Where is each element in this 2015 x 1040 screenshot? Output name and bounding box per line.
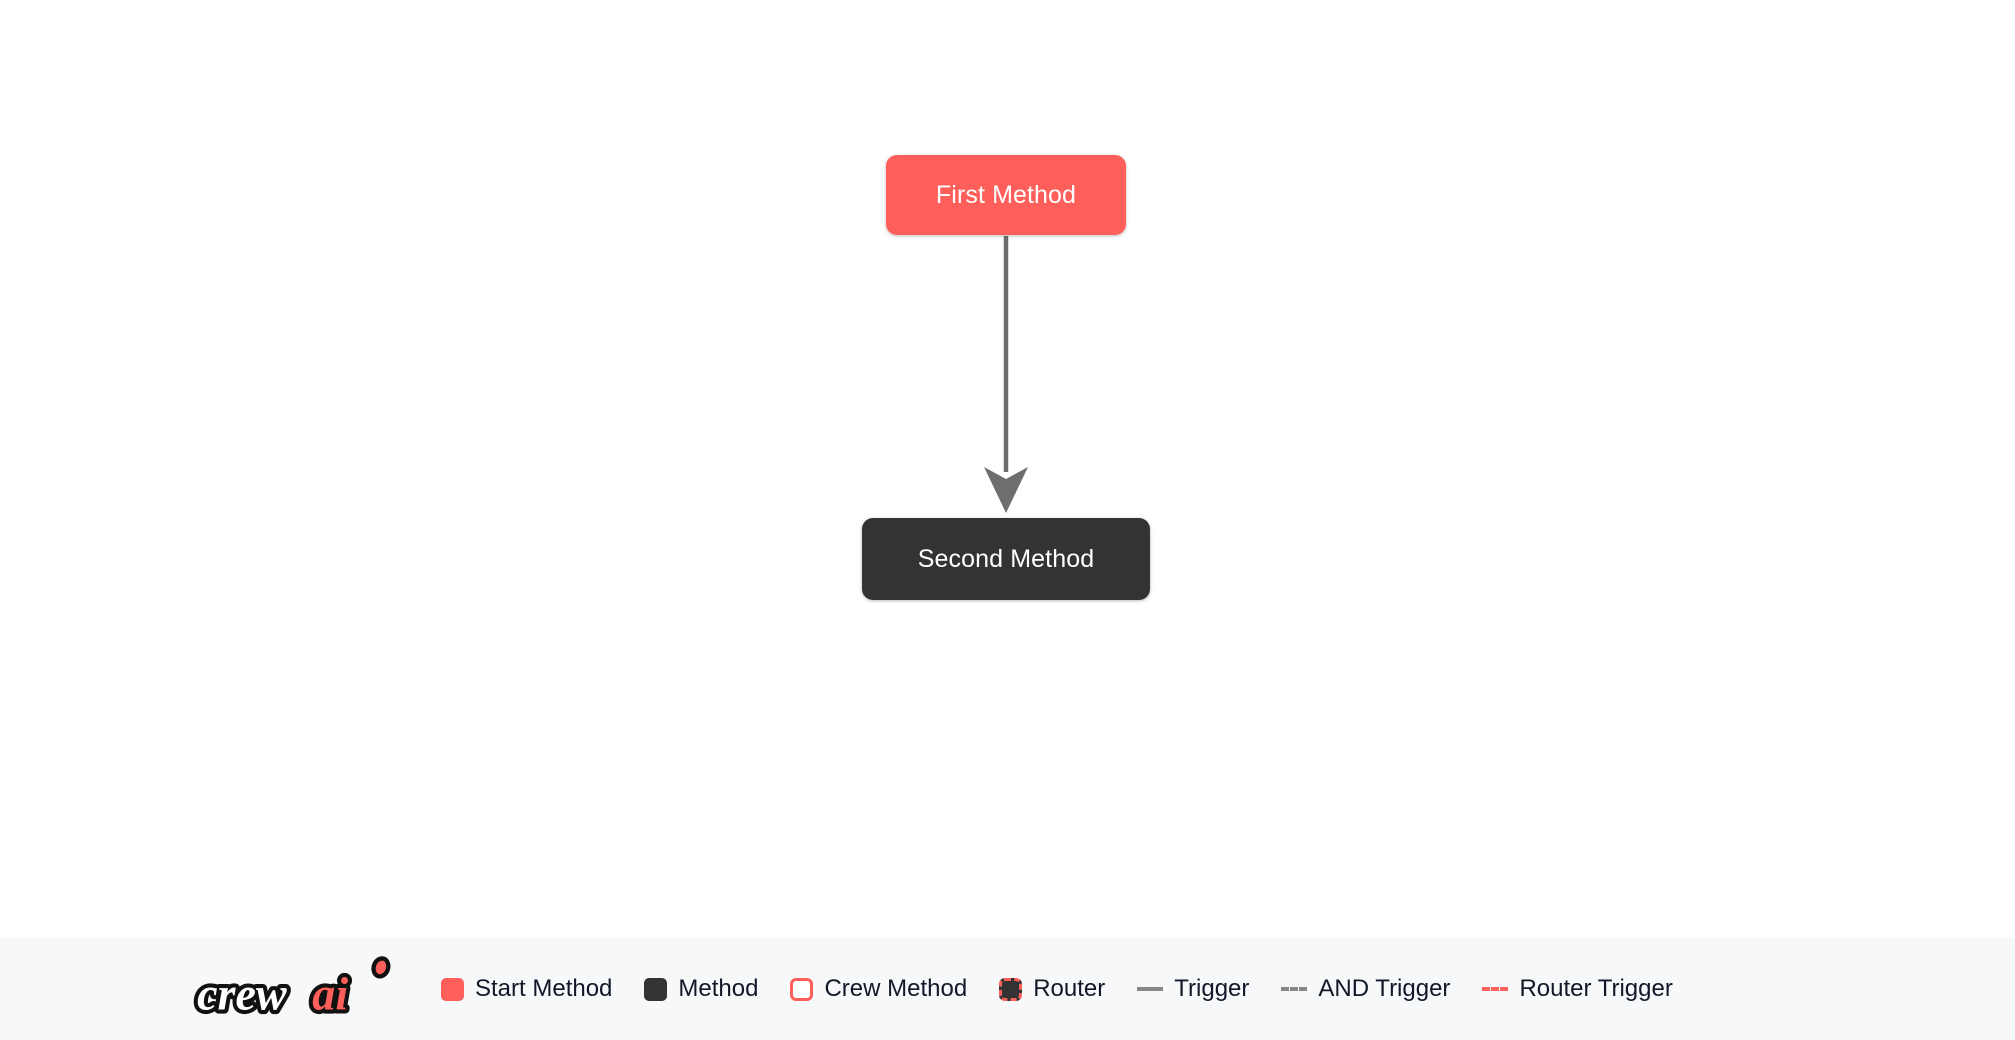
svg-text:crew: crew xyxy=(197,969,287,1020)
legend-item-method[interactable]: Method xyxy=(644,977,758,1001)
flow-node-second-method[interactable]: Second Method xyxy=(862,518,1150,600)
edge-layer xyxy=(984,236,1028,513)
legend-label: Trigger xyxy=(1174,975,1250,1002)
flow-node-label: Second Method xyxy=(917,544,1095,573)
legend-item-router[interactable]: Router xyxy=(999,977,1105,1001)
legend-label: Crew Method xyxy=(824,975,968,1002)
router-trigger-line-icon xyxy=(1482,987,1509,991)
legend-item-and-trigger[interactable]: AND Trigger xyxy=(1281,977,1450,1001)
flow-node-first-method[interactable]: First Method xyxy=(886,155,1126,235)
legend-item-start-method[interactable]: Start Method xyxy=(441,977,612,1001)
legend-label: Router Trigger xyxy=(1519,975,1673,1002)
svg-text:ai: ai xyxy=(312,969,348,1020)
crewai-logo: crew ai crew ai xyxy=(193,956,391,1024)
legend-label: Start Method xyxy=(475,975,613,1002)
legend-label: Router xyxy=(1033,975,1106,1002)
legend-items: Start Method Method Crew Method Router T… xyxy=(441,977,1673,1001)
flow-canvas[interactable]: First Method Second Method xyxy=(0,0,2015,938)
svg-text:crew: crew xyxy=(197,969,287,1020)
and-trigger-line-icon xyxy=(1281,987,1308,991)
edge-first-method-to-second-method xyxy=(984,236,1028,513)
trigger-line-icon xyxy=(1137,987,1164,991)
legend-label: Method xyxy=(678,975,759,1002)
legend-bar: crew ai crew ai Start Method Method Crew… xyxy=(0,938,2015,1040)
start-method-swatch-icon xyxy=(441,977,464,1001)
arrowhead-icon xyxy=(984,467,1028,513)
router-swatch-icon xyxy=(999,977,1023,1001)
logo-dot xyxy=(371,956,391,979)
legend-label: AND Trigger xyxy=(1318,975,1451,1002)
legend-item-router-trigger[interactable]: Router Trigger xyxy=(1482,975,1673,1002)
method-swatch-icon xyxy=(644,977,668,1001)
flow-node-label: First Method xyxy=(935,180,1077,209)
legend-item-crew-method[interactable]: Crew Method xyxy=(790,977,967,1001)
crew-method-swatch-icon xyxy=(790,977,814,1001)
legend-item-trigger[interactable]: Trigger xyxy=(1137,977,1249,1001)
svg-text:ai: ai xyxy=(312,969,348,1020)
